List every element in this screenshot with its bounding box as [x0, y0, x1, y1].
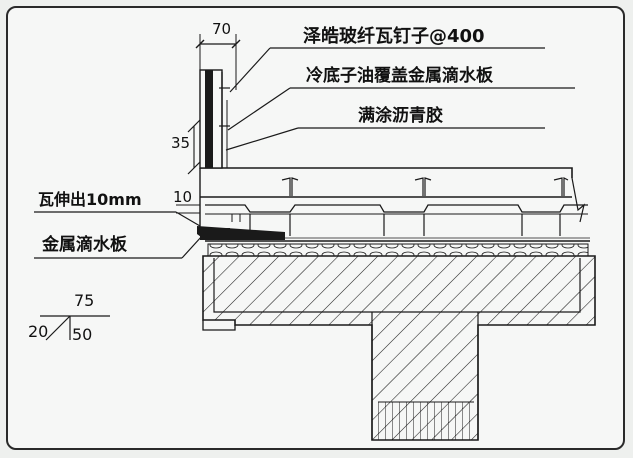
slope-base-label: 50: [72, 325, 92, 344]
leader-lines: [34, 47, 575, 259]
concrete-structure: [202, 255, 596, 441]
dimension-35: [187, 119, 201, 175]
dim-label-70: 70: [212, 20, 231, 38]
slope-symbol: [40, 315, 110, 341]
fascia-board: [199, 69, 230, 169]
dimension-70: [195, 34, 241, 90]
label-tile-overhang: 瓦伸出10mm: [38, 190, 142, 209]
label-metal-drip: 金属滴水板: [41, 234, 128, 255]
dimension-10: [176, 204, 200, 214]
dim-label-35: 35: [171, 134, 190, 152]
roof-layers: [197, 226, 590, 257]
label-cold-primer: 冷底子油覆盖金属滴水板: [306, 65, 494, 86]
label-tile-nail: 泽皓玻纤瓦钉子@400: [303, 25, 485, 47]
tile-sheet: [199, 167, 588, 236]
slope-rise-label: 75: [74, 291, 94, 310]
slope-left-label: 20: [28, 322, 48, 341]
dim-label-10: 10: [173, 188, 192, 206]
label-asphalt-glue: 满涂沥青胶: [358, 105, 443, 126]
